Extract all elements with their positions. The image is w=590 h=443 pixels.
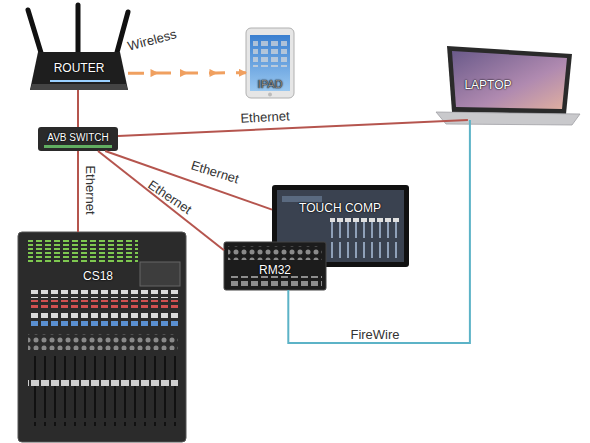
cable-connector <box>288 120 470 343</box>
connection-label: Ethernet <box>83 165 98 214</box>
connection-label: Ethernet <box>145 177 194 217</box>
cable-connector <box>77 151 79 232</box>
device-node: AVB SWITCH <box>38 127 118 151</box>
rm32-illustration <box>224 242 326 290</box>
connection-label: Ethernet <box>240 108 290 126</box>
cs18-illustration <box>18 232 186 442</box>
cs18-faders <box>28 356 178 426</box>
router-illustration <box>28 5 128 90</box>
device-label: AVB SWITCH <box>47 132 108 143</box>
rm32-buttons <box>228 276 322 286</box>
router-antenna <box>28 10 42 56</box>
device-node: RM32 <box>224 242 326 290</box>
laptop-illustration <box>436 46 580 125</box>
cs18-button-row <box>28 320 178 328</box>
cs18-body <box>18 232 186 442</box>
device-label: ROUTER <box>54 61 105 75</box>
device-node: TOUCH COMP <box>272 185 409 267</box>
device-node: ROUTER <box>30 48 128 90</box>
device-label: LAPTOP <box>464 78 511 92</box>
device-label: IPAD <box>258 78 283 90</box>
cs18-meters <box>28 240 138 264</box>
device-node: CS18 <box>18 232 186 442</box>
rm32-knobs <box>228 246 322 260</box>
rm32-body <box>224 242 326 290</box>
router-lights <box>50 80 110 82</box>
cs18-display <box>140 262 180 286</box>
device-label: CS18 <box>83 269 113 283</box>
ipad-illustration <box>246 28 294 98</box>
cs18-button-row <box>28 300 178 308</box>
cable-connector <box>118 120 468 136</box>
switch-illustration <box>38 127 118 151</box>
ipad-button <box>268 93 272 97</box>
screen-faders <box>330 218 400 258</box>
router-antenna <box>76 5 81 52</box>
laptop-base <box>436 112 580 125</box>
device-label: TOUCH COMP <box>299 201 381 215</box>
ipad-body <box>246 28 294 98</box>
wireless-link <box>128 71 246 74</box>
switch-leds <box>44 145 112 148</box>
connection-label: Ethernet <box>189 158 240 187</box>
router-edge <box>30 84 128 90</box>
connection-label: Wireless <box>126 26 178 53</box>
device-node: IPAD <box>246 28 294 98</box>
cs18-knobs <box>28 334 178 350</box>
device-node: LAPTOP <box>436 45 581 120</box>
router-antenna <box>116 12 128 56</box>
ipad-screen <box>250 35 290 91</box>
cs18-button-row <box>28 310 178 318</box>
cable-connector <box>77 90 79 127</box>
device-label: RM32 <box>259 263 291 277</box>
laptop-lid <box>447 46 572 114</box>
ipad-icons <box>253 39 287 67</box>
switch-body <box>38 127 118 151</box>
connection-label: FireWire <box>350 327 399 342</box>
cs18-button-row <box>28 290 178 298</box>
router-body <box>30 52 128 90</box>
laptop-screen <box>452 51 567 109</box>
